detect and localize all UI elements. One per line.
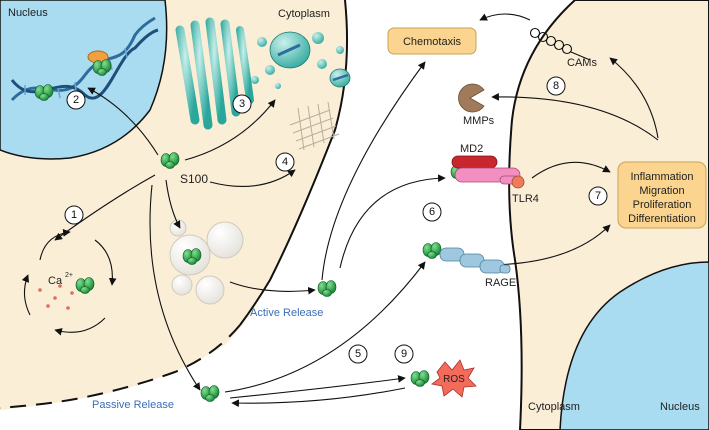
chemotaxis-label: Chemotaxis — [403, 36, 462, 48]
step-marker-7: 7 — [588, 186, 608, 206]
svg-text:1: 1 — [71, 209, 77, 221]
cams-coil-icon — [529, 27, 591, 61]
cytoplasm-right-label: Cytoplasm — [528, 401, 580, 413]
svg-text:7: 7 — [595, 190, 601, 202]
s100-label: S100 — [180, 172, 208, 186]
step-marker-4: 4 — [275, 152, 295, 172]
golgi-apparatus-icon — [175, 17, 351, 130]
calcium-charge-label: 2+ — [65, 272, 73, 279]
step-marker-8: 8 — [546, 76, 566, 96]
outcome-box — [617, 161, 707, 229]
ros-label: ROS — [443, 374, 465, 385]
tlr4-label: TLR4 — [512, 193, 539, 205]
outcome-inflammation: Inflammation — [631, 171, 694, 183]
rage-receptor-icon — [439, 247, 511, 274]
active-release-label: Active Release — [250, 307, 323, 319]
svg-text:9: 9 — [401, 348, 407, 360]
step-marker-2: 2 — [66, 90, 86, 110]
mmps-icon — [458, 83, 485, 113]
rage-label: RAGE — [485, 277, 516, 289]
step-marker-1: 1 — [64, 205, 84, 225]
svg-text:8: 8 — [553, 80, 559, 92]
svg-text:3: 3 — [239, 98, 245, 110]
mmps-label: MMPs — [463, 115, 495, 127]
svg-text:4: 4 — [282, 156, 288, 168]
step-marker-3: 3 — [232, 94, 252, 114]
chemotaxis-box — [387, 27, 477, 55]
cytoskeleton-mesh-icon — [289, 101, 340, 151]
step-marker-5: 5 — [348, 344, 368, 364]
calcium-label: Ca — [48, 275, 63, 287]
svg-text:6: 6 — [429, 206, 435, 218]
right-nucleus — [559, 261, 709, 430]
nucleus-left-label: Nucleus — [8, 7, 48, 19]
ros-burst-icon — [431, 359, 477, 398]
svg-text:2: 2 — [73, 94, 79, 106]
outcome-differentiation: Differentiation — [628, 213, 696, 225]
cams-label: CAMs — [567, 57, 597, 69]
step-marker-9: 9 — [394, 344, 414, 364]
nucleus-right-label: Nucleus — [660, 401, 700, 413]
s100-dimer-passive — [200, 385, 220, 402]
left-cell-membrane — [239, 0, 348, 326]
svg-text:5: 5 — [355, 348, 361, 360]
passive-release-label: Passive Release — [92, 399, 174, 411]
s100-dimer-active — [317, 280, 337, 297]
left-cell-membrane-ruptured — [0, 324, 241, 409]
outcome-proliferation: Proliferation — [633, 199, 692, 211]
cytoplasm-left-label: Cytoplasm — [278, 8, 330, 20]
md2-label: MD2 — [460, 143, 483, 155]
step-marker-6: 6 — [422, 202, 442, 222]
tlr4-md2-receptor-icon — [451, 155, 525, 189]
s100-dimer-rage — [422, 242, 442, 259]
s100-dimer-ros — [410, 370, 430, 387]
outcome-migration: Migration — [639, 185, 684, 197]
